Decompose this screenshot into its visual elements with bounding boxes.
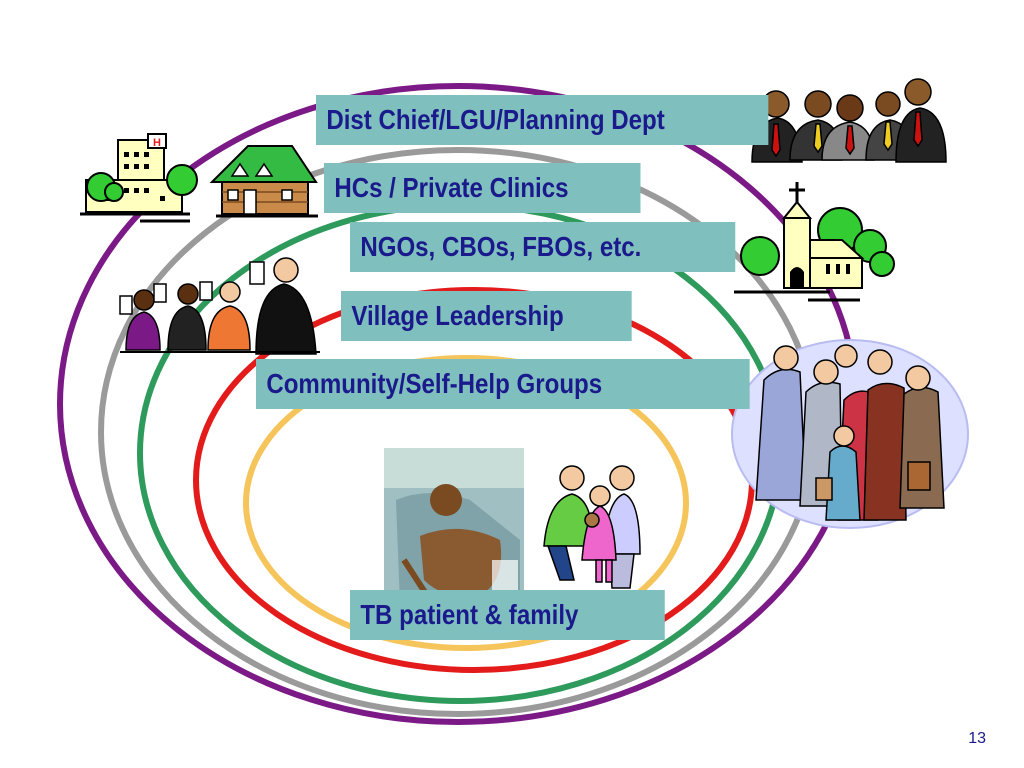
label-ngos: NGOs, CBOs, FBOs, etc.: [350, 222, 736, 272]
page-number: 13: [968, 730, 986, 747]
label-community-groups: Community/Self-Help Groups: [256, 359, 750, 409]
voters-icon: [119, 257, 320, 355]
svg-text:H: H: [153, 137, 161, 149]
house-icon: [209, 145, 318, 218]
label-tb-patient: TB patient & family: [350, 590, 665, 640]
label-dist-chief: Dist Chief/LGU/Planning Dept: [316, 95, 769, 145]
crowd-icon: [731, 339, 969, 529]
church-icon: [734, 182, 895, 302]
ring-community: [243, 355, 689, 651]
label-village-leadership: Village Leadership: [341, 291, 632, 341]
hospital-icon: H: [80, 133, 198, 223]
label-health-centers: HCs / Private Clinics: [324, 163, 641, 213]
officials-icon: [751, 78, 947, 163]
patient-photo: [384, 448, 524, 604]
family-icon: [543, 465, 641, 589]
